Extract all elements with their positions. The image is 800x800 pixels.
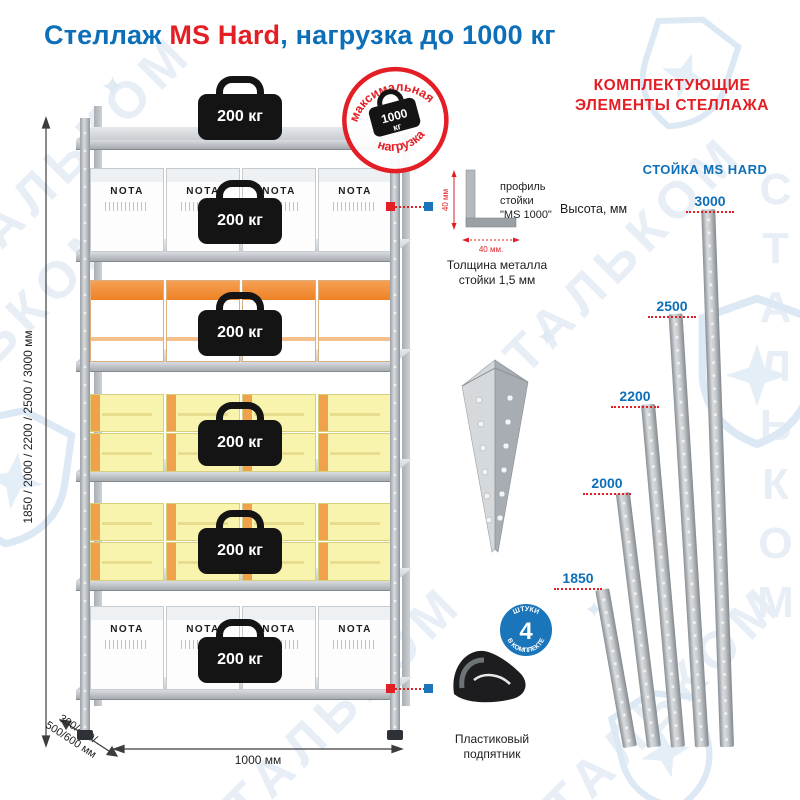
rack-shelf-edge bbox=[76, 140, 396, 150]
box-brand-label: NOTA bbox=[338, 186, 372, 197]
box-brand-label: NOTA bbox=[186, 186, 220, 197]
metal-thickness-note: Толщина металла стойки 1,5 мм bbox=[436, 258, 558, 288]
box-brand-label: NOTA bbox=[110, 186, 144, 197]
shelf-load-weight-icon: 200 кг bbox=[198, 637, 282, 683]
shelf-load-label: 200 кг bbox=[217, 212, 263, 229]
barcode-icon bbox=[104, 640, 150, 649]
paper-pack bbox=[318, 433, 392, 472]
height-units-label: Высота, мм bbox=[560, 202, 628, 216]
callout-marker-red bbox=[386, 684, 395, 693]
paper-pack bbox=[318, 542, 392, 581]
foot-caption-line2: подпятник bbox=[463, 747, 521, 761]
shelf-load-weight-icon: 200 кг bbox=[198, 94, 282, 140]
shelf-load-label: 200 кг bbox=[217, 324, 263, 341]
profile-dim-vertical: 40 мм bbox=[441, 189, 450, 211]
box-archive: NOTA bbox=[90, 168, 164, 252]
rack-foot bbox=[387, 730, 403, 740]
rack-shelf-edge bbox=[76, 362, 396, 372]
callout-marker-blue bbox=[424, 684, 433, 693]
rack-shelf-edge bbox=[76, 472, 396, 482]
rack-post-front-left bbox=[80, 118, 90, 732]
title-suffix: , нагрузка до 1000 кг bbox=[280, 20, 556, 50]
callout-marker-blue bbox=[424, 202, 433, 211]
box-brand-label: NOTA bbox=[262, 186, 296, 197]
box-brand-label: NOTA bbox=[338, 624, 372, 635]
box-brand-label: NOTA bbox=[186, 624, 220, 635]
box-brand-label: NOTA bbox=[110, 624, 144, 635]
callout-line bbox=[395, 688, 425, 690]
components-heading-line1: КОМПЛЕКТУЮЩИЕ bbox=[593, 77, 751, 94]
box-archive: NOTA bbox=[318, 606, 392, 690]
foot-caption-line1: Пластиковый bbox=[454, 732, 530, 746]
stamp-weight-unit: кг bbox=[392, 121, 403, 133]
components-subheading: СТОЙКА MS HARD bbox=[642, 162, 768, 177]
rack-post-front-right bbox=[390, 118, 400, 732]
shelf-load-label: 200 кг bbox=[217, 651, 263, 668]
rack-shelf-edge bbox=[76, 252, 396, 262]
post-height-label-2200: 2200 bbox=[611, 388, 659, 408]
kit-count-badge: ШТУКИ В КОМПЛЕКТЕ 4 bbox=[498, 602, 554, 658]
profile-caption: профиль стойки "MS 1000" bbox=[500, 180, 562, 222]
post-profile-diagram: 40 мм 40 мм. bbox=[441, 169, 520, 254]
post-height-label-3000: 3000 bbox=[686, 193, 734, 213]
box-orange bbox=[318, 280, 392, 362]
post-height-label-1850: 1850 bbox=[554, 570, 602, 590]
rack-shelf-edge bbox=[76, 581, 396, 591]
shelf-load-weight-icon: 200 кг bbox=[198, 420, 282, 466]
svg-text:ШТУКИ: ШТУКИ bbox=[512, 606, 540, 616]
width-dimension-label: 1000 мм bbox=[234, 753, 282, 767]
shelf-load-label: 200 кг bbox=[217, 542, 263, 559]
height-dimension-label: 1850 / 2000 / 2200 / 2500 / 3000 мм bbox=[21, 330, 35, 524]
paper-pack bbox=[318, 503, 392, 541]
box-archive: NOTA bbox=[318, 168, 392, 252]
components-heading: КОМПЛЕКТУЮЩИЕ ЭЛЕМЕНТЫ СТЕЛЛАЖА bbox=[548, 76, 796, 116]
paper-pack bbox=[90, 503, 164, 541]
rack-post-back-right bbox=[402, 106, 410, 706]
rack-shelf-edge bbox=[76, 690, 396, 700]
barcode-icon bbox=[332, 202, 378, 211]
title-model: MS Hard bbox=[169, 20, 281, 50]
box-orange bbox=[90, 280, 164, 362]
badge-text-top: ШТУКИ bbox=[512, 606, 540, 616]
profile-dim-horizontal: 40 мм. bbox=[479, 245, 503, 254]
post-height-label-2500: 2500 bbox=[648, 298, 696, 318]
plastic-foot-illustration bbox=[453, 650, 526, 703]
plastic-foot-caption: Пластиковый подпятник bbox=[432, 732, 552, 762]
shelf-load-label: 200 кг bbox=[217, 434, 263, 451]
thickness-line2: стойки 1,5 мм bbox=[458, 273, 536, 287]
paper-pack bbox=[90, 433, 164, 472]
page-title: Стеллаж MS Hard, нагрузка до 1000 кг bbox=[44, 20, 556, 51]
box-brand-label: NOTA bbox=[262, 624, 296, 635]
paper-pack bbox=[90, 542, 164, 581]
paper-pack bbox=[318, 394, 392, 432]
barcode-icon bbox=[332, 640, 378, 649]
post-height-label-2000: 2000 bbox=[583, 475, 631, 495]
title-prefix: Стеллаж bbox=[44, 20, 170, 50]
max-load-stamp: максимальная нагрузка 1000 кг bbox=[324, 49, 467, 196]
profile-caption-line2: стойки bbox=[500, 195, 534, 207]
stamp-weight-value: 1000 bbox=[380, 106, 410, 127]
angle-post-illustration bbox=[461, 359, 529, 553]
components-heading-line2: ЭЛЕМЕНТЫ СТЕЛЛАЖА bbox=[574, 97, 769, 114]
paper-pack bbox=[90, 394, 164, 432]
thickness-line1: Толщина металла bbox=[446, 258, 548, 272]
profile-caption-line3: "MS 1000" bbox=[500, 209, 552, 221]
shelf-load-label: 200 кг bbox=[217, 108, 263, 125]
shelf-load-weight-icon: 200 кг bbox=[198, 528, 282, 574]
box-archive: NOTA bbox=[90, 606, 164, 690]
barcode-icon bbox=[104, 202, 150, 211]
rack-foot bbox=[77, 730, 93, 740]
profile-caption-line1: профиль bbox=[500, 181, 546, 193]
callout-line bbox=[395, 206, 425, 208]
callout-marker-red bbox=[386, 202, 395, 211]
shelf-load-weight-icon: 200 кг bbox=[198, 310, 282, 356]
badge-count: 4 bbox=[519, 618, 533, 645]
shelf-load-weight-icon: 200 кг bbox=[198, 198, 282, 244]
